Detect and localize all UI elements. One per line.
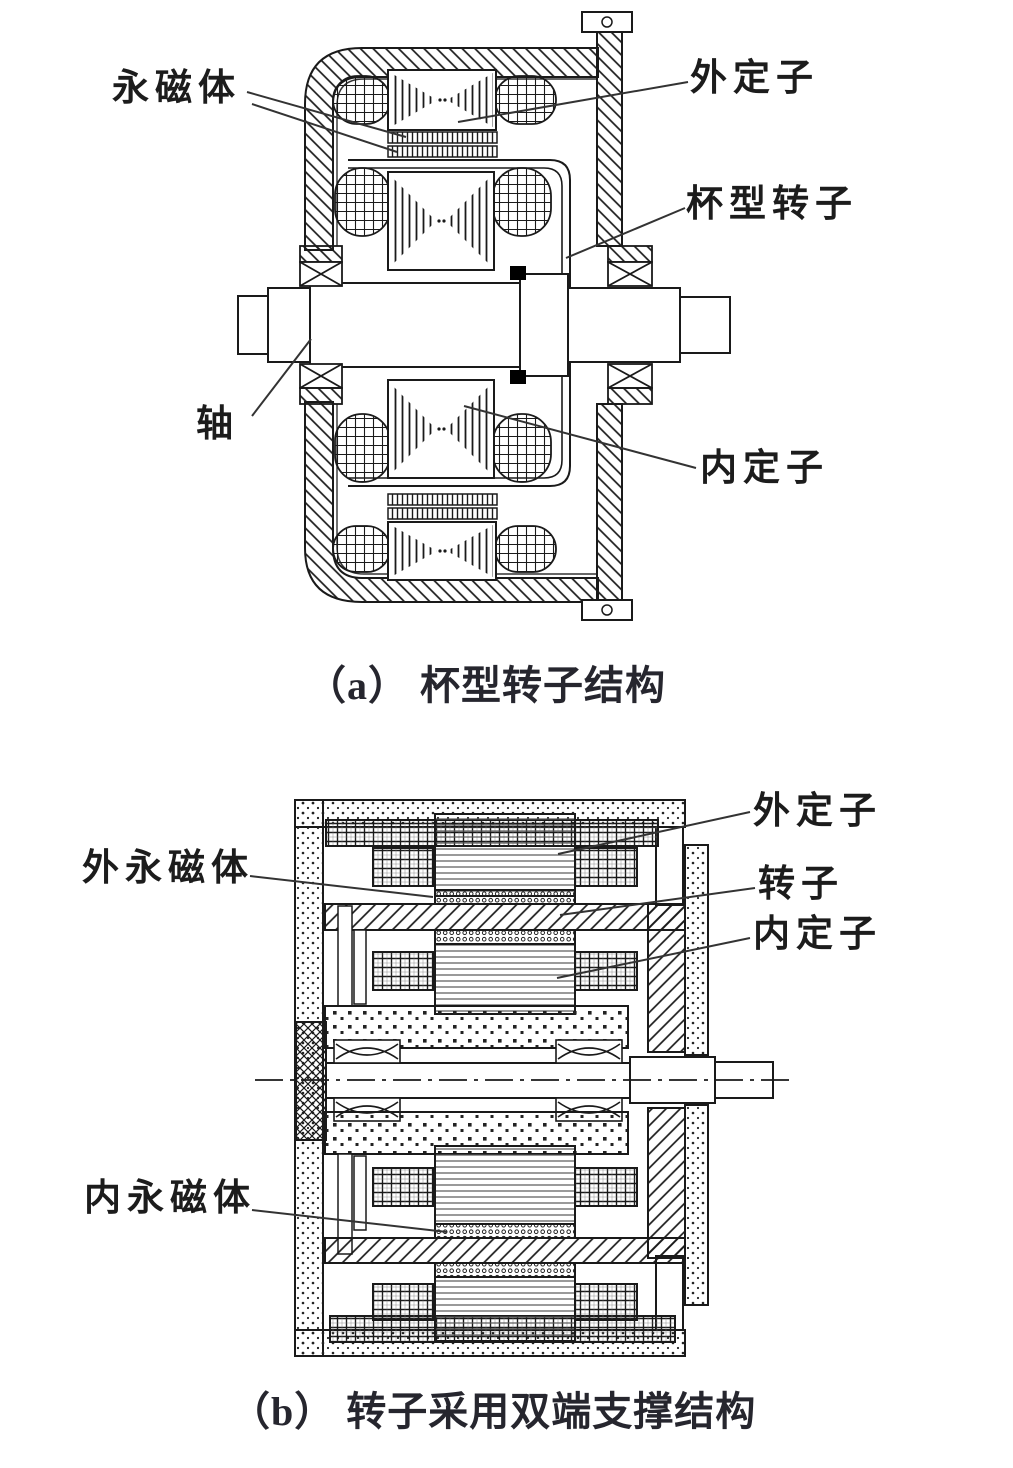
end-cap-lower (684, 1104, 709, 1306)
hub-key-bottom (510, 370, 526, 384)
outer-stator-core-top (434, 813, 576, 897)
outer-coil-top-left (372, 847, 434, 887)
leader-cup-rotor (565, 207, 686, 259)
outer-magnet-ring-bottom (434, 1262, 576, 1278)
bolt-top (581, 11, 633, 33)
magnet-row-top-1 (387, 131, 498, 144)
left-cap-block (295, 1021, 327, 1141)
label-shaft: 轴 (196, 404, 239, 445)
label-inner-permanent-magnet: 内永磁体 (84, 1178, 256, 1219)
label-inner-stator-a: 内定子 (700, 448, 829, 489)
leader-rotor (559, 887, 756, 916)
inner-coil-bottom-right (574, 1167, 638, 1207)
label-outer-stator-b: 外定子 (753, 791, 882, 832)
leader-lines-b (249, 811, 756, 1233)
label-rotor: 转子 (758, 864, 844, 905)
outer-stator-winding-top (332, 69, 557, 131)
leader-permanent-magnet-2 (251, 103, 398, 153)
frame-right-upper (655, 826, 684, 906)
bolt-top-head (601, 16, 613, 28)
leader-inner-magnet (251, 1209, 448, 1233)
inner-coil-top-right (574, 951, 638, 991)
outer-stator-core-bottom (434, 1276, 576, 1342)
hub-key-top (510, 266, 526, 280)
housing-lower (304, 401, 599, 603)
caption-b: （b） 转子采用双端支撑结构 (230, 1389, 757, 1434)
inner-stator-bottom (334, 379, 552, 483)
bearings-a (299, 245, 653, 405)
rotor-ring-top (324, 903, 686, 931)
outer-coil-bottom-right (574, 1283, 638, 1321)
bolt-bottom (581, 599, 633, 621)
outer-coil-top-right (574, 847, 638, 887)
rotor-ring-bottom (324, 1237, 686, 1264)
outer-stator-winding-bottom (332, 521, 557, 581)
inner-magnet-ring-bottom (434, 1223, 576, 1239)
bolt-bottom-head (601, 604, 613, 616)
rotor-end-plate-lower (647, 1107, 686, 1259)
leader-outer-stator-a (457, 81, 689, 123)
inner-coil-bottom-left (372, 1167, 434, 1207)
inner-stator-core-bottom (434, 1145, 576, 1225)
leader-inner-stator-a (463, 405, 697, 469)
label-permanent-magnet: 永磁体 (112, 68, 241, 109)
support-bar-1 (337, 905, 353, 1007)
label-cup-rotor: 杯型转子 (686, 184, 858, 225)
shaft (237, 282, 731, 368)
leader-permanent-magnet-1 (246, 91, 407, 138)
leader-outer-magnet (249, 875, 434, 898)
inner-stator-top (334, 167, 552, 271)
endplate-upper (596, 29, 623, 247)
endplate-lower (596, 403, 623, 601)
caption-a: （a） 杯型转子结构 (306, 663, 666, 708)
inner-magnet-ring-top (434, 929, 576, 945)
outer-coil-bottom-left (372, 1283, 434, 1321)
inner-coil-top-left (372, 951, 434, 991)
diagram-a (237, 11, 731, 621)
leader-lines-a (246, 81, 697, 469)
cup-rotor-hub (519, 273, 569, 377)
leader-outer-stator-b (557, 811, 751, 855)
magnet-row-bottom-2 (387, 507, 498, 520)
label-outer-permanent-magnet: 外永磁体 (82, 848, 254, 889)
inner-stator-core-top (434, 943, 576, 1015)
support-bar-2 (353, 929, 367, 1005)
outer-magnet-ring-top (434, 889, 576, 905)
label-inner-stator-b: 内定子 (753, 914, 882, 955)
leader-shaft (251, 338, 312, 417)
support-bar-4 (353, 1155, 367, 1231)
leader-inner-stator-b (556, 937, 751, 979)
label-outer-stator-a: 外定子 (690, 58, 819, 99)
magnet-row-bottom-1 (387, 493, 498, 506)
magnet-row-top-2 (387, 145, 498, 158)
diagram-b (249, 799, 790, 1357)
